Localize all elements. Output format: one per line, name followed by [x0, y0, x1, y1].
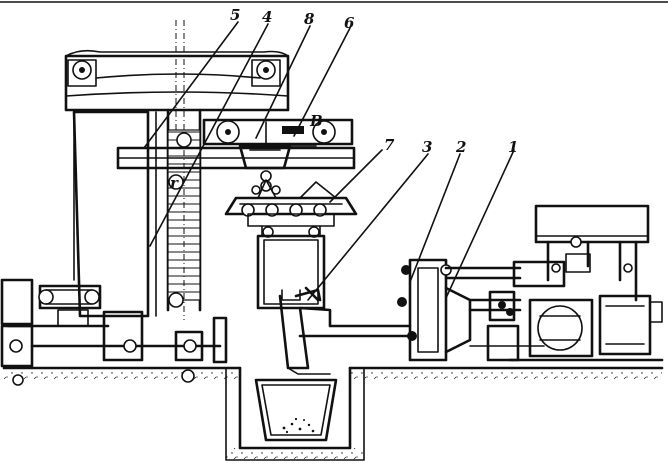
slide-beam: [116, 146, 356, 170]
hydraulic-unit: [397, 258, 522, 362]
callout-6: 6: [344, 14, 355, 32]
ground: [2, 366, 664, 461]
callout-4: 4: [262, 8, 272, 26]
callout-1: 1: [508, 138, 518, 156]
collection-pot: [254, 378, 338, 442]
carriage: B: [202, 112, 354, 147]
leader-lines: [143, 21, 515, 301]
top-crossbeam: [64, 49, 290, 112]
main-column: [72, 110, 157, 318]
gripper: [224, 179, 358, 238]
pouring-spout: [278, 288, 412, 375]
mark-b: B: [309, 112, 323, 130]
rotating-head: [238, 121, 292, 170]
mark-r: r: [170, 174, 179, 192]
callout-labels: 5 4 8 6 7 3 2 1 r: [170, 6, 518, 192]
piston-rod: [468, 290, 545, 362]
callout-7: 7: [384, 136, 395, 154]
left-drive: [0, 278, 228, 386]
guide-columns: [166, 20, 202, 320]
callout-3: 3: [422, 138, 432, 156]
callout-2: 2: [455, 138, 466, 156]
crucible: [256, 234, 326, 310]
chain-connector: [251, 170, 281, 195]
callout-8: 8: [304, 10, 315, 28]
pump-station: [508, 204, 664, 362]
callout-5: 5: [230, 6, 240, 24]
